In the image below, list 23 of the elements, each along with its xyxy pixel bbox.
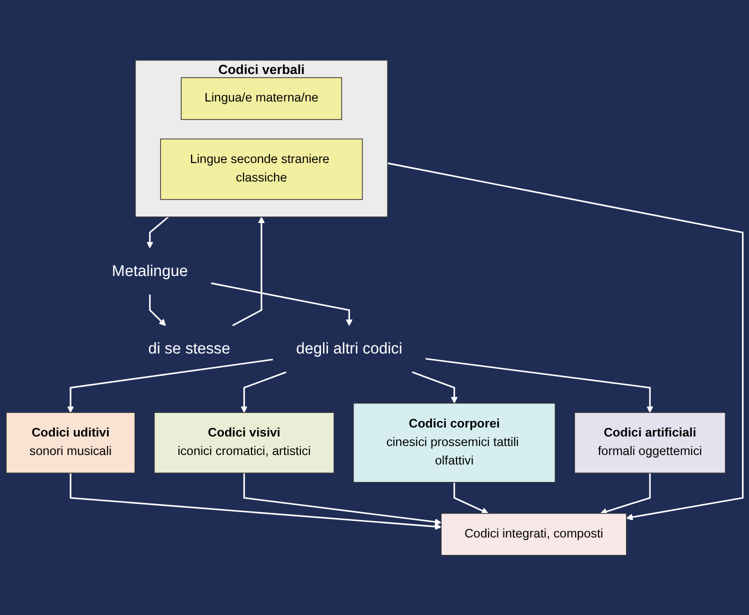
node-box: Codici uditivi sonori musicali <box>6 412 136 474</box>
node-text: di se stesse <box>148 340 230 358</box>
arrow <box>425 358 654 413</box>
arrow <box>232 216 265 326</box>
node-text: Metalingue <box>112 262 188 280</box>
node-box: Codici visivi iconici cromatici, artistici <box>154 412 334 474</box>
node-box: Lingua/e materna/ne <box>180 77 342 120</box>
arrow <box>387 162 744 520</box>
node-box: Codici corporei cinesici prossemici tattili olfattivi <box>353 402 556 482</box>
arrow <box>67 358 273 413</box>
arrow <box>240 371 286 413</box>
arrow <box>412 371 458 404</box>
arrow <box>243 472 442 526</box>
node-box: Lingue seconde straniere classiche <box>160 138 363 200</box>
arrow <box>149 294 166 326</box>
arrow <box>454 482 488 514</box>
node-box: Codici integrati, composti <box>440 512 627 556</box>
node-box: Codici artificiali formali oggettemici <box>574 412 726 474</box>
arrow <box>146 216 169 248</box>
node-text: degli altri codici <box>296 340 402 358</box>
arrow <box>70 472 442 530</box>
arrow <box>600 472 651 515</box>
arrow <box>210 282 353 326</box>
